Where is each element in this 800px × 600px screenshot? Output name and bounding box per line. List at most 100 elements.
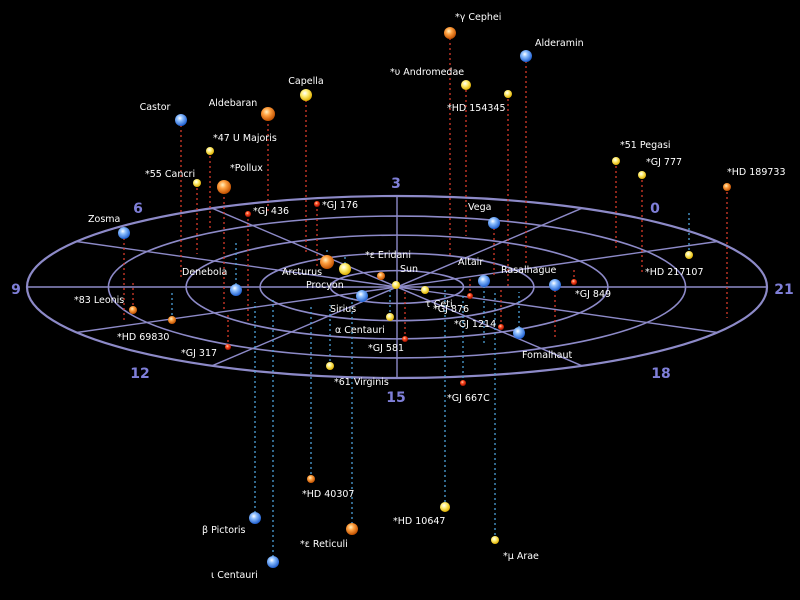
star-cephei xyxy=(444,27,456,39)
star-centauri xyxy=(386,313,394,321)
star-gj-317 xyxy=(225,344,231,350)
star-label-pictoris: β Pictoris xyxy=(202,525,246,536)
star-label-hd-217107: *HD 217107 xyxy=(645,267,704,278)
star-label-arcturus: Arcturus xyxy=(282,267,322,278)
star-altair xyxy=(478,275,490,287)
star-51-pegasi xyxy=(612,157,620,165)
stars xyxy=(118,27,731,568)
star-label-reticuli: *ε Reticuli xyxy=(300,539,348,550)
star-label-procyon: Procyon xyxy=(306,280,344,291)
star-61-virginis xyxy=(326,362,334,370)
star-gj-777 xyxy=(638,171,646,179)
star-reticuli xyxy=(346,523,358,535)
star-label-aldebaran: Aldebaran xyxy=(209,98,258,109)
star-rasalhague xyxy=(549,279,561,291)
star-label-denebola: Denebola xyxy=(182,267,227,278)
ra-hour-label: 21 xyxy=(774,282,793,298)
star-label-51-pegasi: *51 Pegasi xyxy=(620,140,671,151)
star-label-altair: Altair xyxy=(458,257,483,268)
star-gj-176 xyxy=(314,201,320,207)
star-hd-40307 xyxy=(307,475,315,483)
star-vega xyxy=(488,217,500,229)
star-label-centauri: α Centauri xyxy=(335,325,385,336)
drop-lines xyxy=(123,33,728,562)
star-label-rasalhague: Rasalhague xyxy=(501,265,557,276)
ra-hour-label: 0 xyxy=(650,201,660,217)
star-castor xyxy=(175,114,187,126)
ra-hour-label: 12 xyxy=(130,366,149,382)
star-andromedae xyxy=(461,80,471,90)
star-label-gj-667c: *GJ 667C xyxy=(447,393,490,404)
ra-hour-label: 3 xyxy=(391,176,401,192)
star-label-eridani: *ε Eridani xyxy=(365,250,411,261)
star-label-47-u-majoris: *47 U Majoris xyxy=(213,133,277,144)
star-hd-217107 xyxy=(685,251,693,259)
ra-hour-label: 15 xyxy=(386,390,405,406)
ra-hour-label: 6 xyxy=(133,201,143,217)
star-label-fomalhaut: Fomalhaut xyxy=(522,350,573,361)
star-gj-1214 xyxy=(498,324,504,330)
star-label-arae: *μ Arae xyxy=(503,551,539,562)
star-sirius xyxy=(356,290,368,302)
star-label-61-virginis: *61 Virginis xyxy=(334,377,389,388)
star-hd-189733 xyxy=(723,183,731,191)
star-aldebaran xyxy=(261,107,275,121)
star-label-hd-69830: *HD 69830 xyxy=(117,332,169,343)
star-ceti xyxy=(421,286,429,294)
star-label-gj-581: *GJ 581 xyxy=(368,343,404,354)
star-label-gj-777: *GJ 777 xyxy=(646,157,682,168)
star-hd-154345 xyxy=(504,90,512,98)
star-label-andromedae: *υ Andromedae xyxy=(390,67,464,78)
star-arcturus xyxy=(320,255,334,269)
star-label-alderamin: Alderamin xyxy=(535,38,584,49)
star-fomalhaut xyxy=(513,327,525,339)
ra-hour-label: 9 xyxy=(11,282,21,298)
star-arae xyxy=(491,536,499,544)
star-label-pollux: *Pollux xyxy=(230,163,263,174)
star-47-u-majoris xyxy=(206,147,214,155)
star-pictoris xyxy=(249,512,261,524)
star-gj-581 xyxy=(402,336,408,342)
star-label-hd-40307: *HD 40307 xyxy=(302,489,354,500)
star-55-cancri xyxy=(193,179,201,187)
star-label-hd-154345: *HD 154345 xyxy=(447,103,506,114)
star-hd-69830 xyxy=(168,316,176,324)
star-gj-436 xyxy=(245,211,251,217)
star-sun xyxy=(392,281,400,289)
star-label-zosma: Zosma xyxy=(88,214,120,225)
star-label-83-leonis: *83 Leonis xyxy=(74,295,124,306)
star-label-sirius: Sirius xyxy=(330,304,356,315)
star-label-vega: Vega xyxy=(468,202,491,213)
star-label-gj-176: *GJ 176 xyxy=(322,200,358,211)
star-label-capella: Capella xyxy=(288,76,323,87)
star-denebola xyxy=(230,284,242,296)
star-label-hd-10647: *HD 10647 xyxy=(393,516,445,527)
star-83-leonis xyxy=(129,306,137,314)
star-label-centauri: ι Centauri xyxy=(211,570,258,581)
star-gj-849 xyxy=(571,279,577,285)
ra-hour-labels: 0 3 6 9 12 15 18 21 xyxy=(11,176,794,406)
star-label-gj-849: *GJ 849 xyxy=(575,289,611,300)
star-label-gj-876: *GJ 876 xyxy=(433,304,469,315)
star-label-gj-1214: *GJ 1214 xyxy=(454,319,496,330)
star-label-cephei: *γ Cephei xyxy=(455,12,501,23)
star-procyon xyxy=(339,263,351,275)
star-label-hd-189733: *HD 189733 xyxy=(727,167,786,178)
star-gj-876 xyxy=(467,293,473,299)
star-alderamin xyxy=(520,50,532,62)
star-label-ceti: τ Ceti xyxy=(425,299,453,310)
star-label-sun: Sun xyxy=(400,264,418,275)
star-label-castor: Castor xyxy=(140,102,171,113)
star-hd-10647 xyxy=(440,502,450,512)
star-centauri xyxy=(267,556,279,568)
star-label-gj-317: *GJ 317 xyxy=(181,348,217,359)
star-zosma xyxy=(118,227,130,239)
star-capella xyxy=(300,89,312,101)
star-pollux xyxy=(217,180,231,194)
star-eridani xyxy=(377,272,385,280)
ra-hour-label: 18 xyxy=(651,366,670,382)
star-label-55-cancri: *55 Cancri xyxy=(145,169,195,180)
star-gj-667c xyxy=(460,380,466,386)
